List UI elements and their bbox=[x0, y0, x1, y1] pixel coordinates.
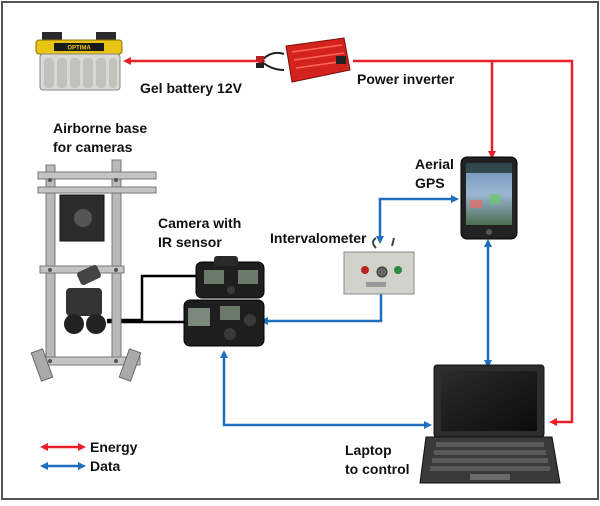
camera-link-upper bbox=[107, 274, 200, 322]
airborne-base-label-line1: Airborne base bbox=[53, 120, 147, 136]
inverter-icon bbox=[256, 37, 351, 83]
laptop-icon bbox=[419, 364, 561, 484]
battery-brand-text: OPTIMA bbox=[67, 46, 91, 52]
energy-inverter-laptop-line bbox=[353, 59, 574, 427]
camera-icon-bottom bbox=[183, 299, 265, 347]
battery-icon: OPTIMA bbox=[35, 32, 123, 91]
data-intervalometer-camera-line bbox=[259, 294, 383, 326]
inverter-label: Power inverter bbox=[357, 71, 455, 87]
legend-item-energy: Energy bbox=[39, 439, 138, 455]
legend: Energy Data bbox=[39, 439, 138, 474]
camera-label-line2: IR sensor bbox=[158, 234, 222, 250]
laptop-label-line2: to control bbox=[345, 461, 410, 477]
data-camera-laptop-line bbox=[219, 349, 433, 430]
data-intervalometer-gps-line bbox=[375, 194, 460, 245]
legend-item-data: Data bbox=[39, 458, 121, 474]
legend-energy-label: Energy bbox=[90, 439, 138, 455]
intervalometer-icon bbox=[343, 237, 415, 295]
laptop-label-line1: Laptop bbox=[345, 442, 392, 458]
gps-icon bbox=[460, 156, 518, 240]
camera-label-line1: Camera with bbox=[158, 215, 241, 231]
legend-data-label: Data bbox=[90, 458, 121, 474]
airborne-base-label-line2: for cameras bbox=[53, 139, 133, 155]
gps-label-line2: GPS bbox=[415, 175, 445, 191]
airborne-base-icon bbox=[30, 159, 157, 382]
camera-icon-top bbox=[195, 256, 265, 299]
battery-label: Gel battery 12V bbox=[140, 80, 243, 96]
gps-label-line1: Aerial bbox=[415, 156, 454, 172]
intervalometer-label: Intervalometer bbox=[270, 230, 367, 246]
